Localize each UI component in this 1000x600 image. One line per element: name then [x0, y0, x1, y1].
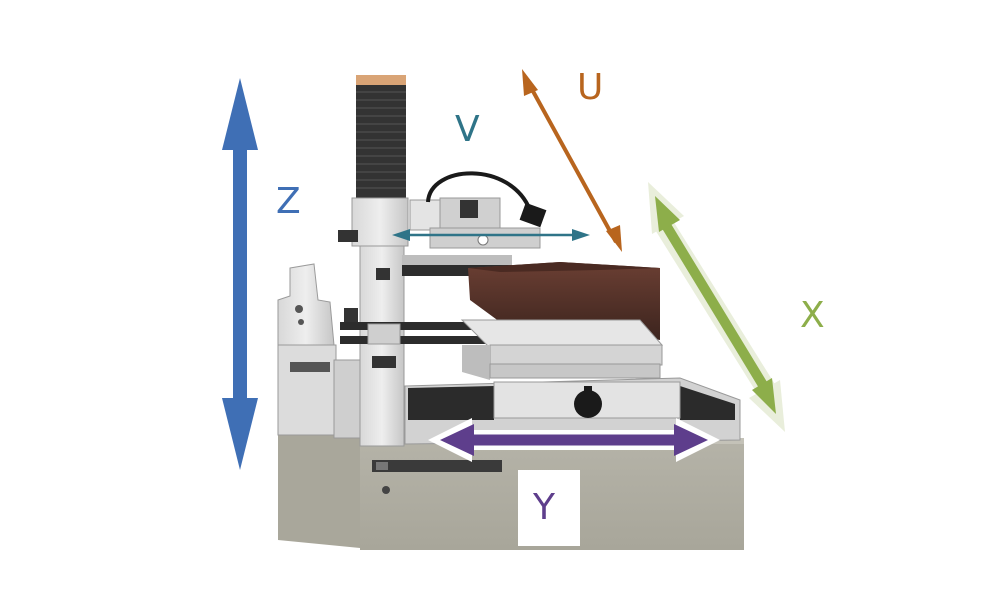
- y-axis-arrow: [428, 418, 720, 462]
- lower-arm: [340, 308, 490, 345]
- y-label-background: [518, 470, 580, 546]
- y-axis-label: Y: [533, 487, 555, 528]
- z-axis-label: Z: [276, 181, 301, 222]
- upper-head: [338, 171, 547, 249]
- u-axis-label: U: [577, 67, 604, 108]
- v-axis-arrow: [392, 229, 590, 241]
- z-axis-arrow: [216, 58, 264, 486]
- z-column: [351, 75, 409, 447]
- u-axis-arrow: [522, 69, 622, 252]
- x-axis-arrow: [648, 182, 785, 432]
- worktable: [460, 319, 664, 380]
- v-axis-label: V: [455, 109, 480, 150]
- cross-slide: [404, 377, 741, 445]
- x-axis-label: X: [800, 295, 825, 336]
- control-cabinet: [277, 263, 361, 439]
